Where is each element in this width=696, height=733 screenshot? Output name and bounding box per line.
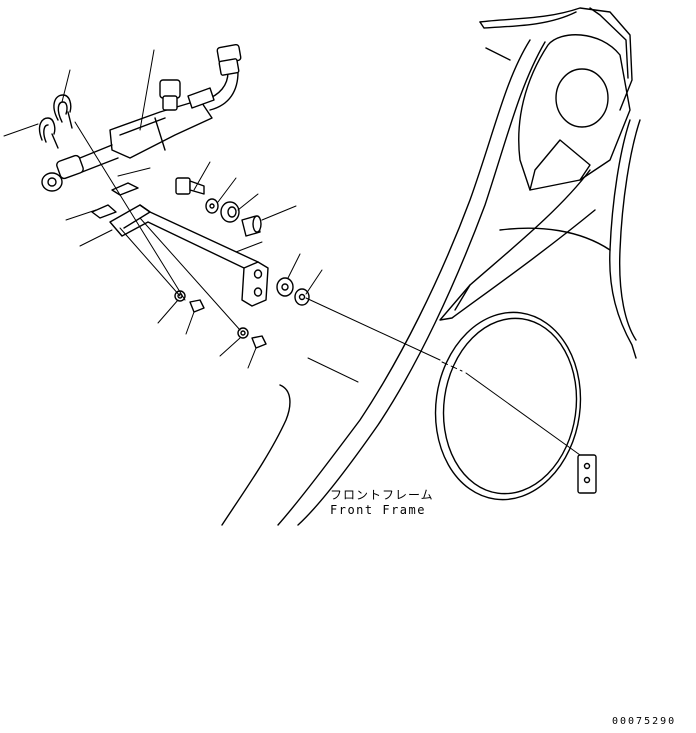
bracket	[109, 204, 269, 307]
front-frame-label-jp: フロントフレーム	[330, 488, 434, 502]
front-frame-label-en: Front Frame	[330, 503, 426, 517]
assembly-lines	[74, 121, 581, 456]
hose-assembly	[41, 43, 242, 192]
hardware	[174, 177, 597, 494]
leader-lines	[3, 49, 323, 369]
u-bolts	[38, 94, 73, 149]
front-frame	[221, 7, 641, 526]
drawing-number: 00075290	[612, 716, 677, 727]
